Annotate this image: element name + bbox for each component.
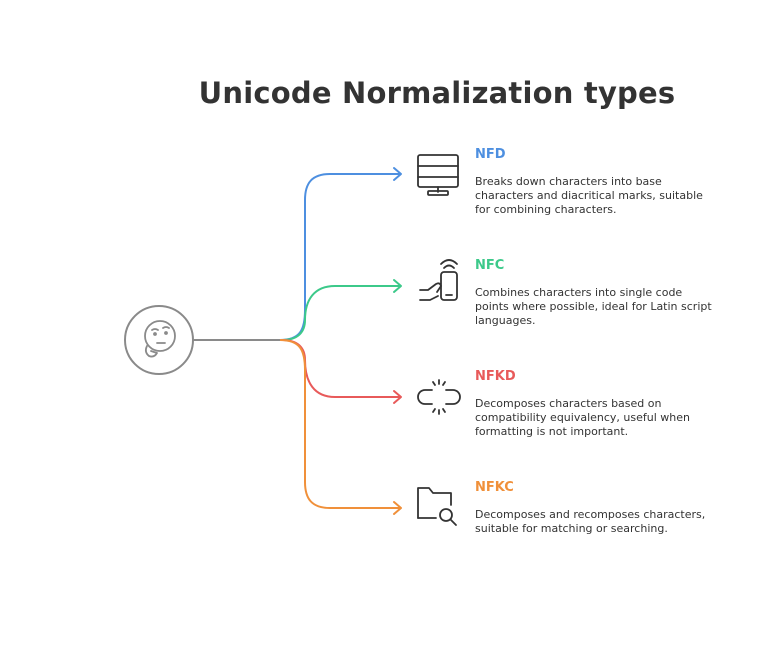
diagram-title: Unicode Normalization types [198,76,676,110]
broken-link-icon [417,379,461,415]
description-nfd: Breaks down characters into base charact… [475,175,703,216]
arrow-nfd [393,167,402,181]
center-node [124,305,194,375]
folder-search-icon [417,487,457,526]
branch-nfc [281,285,400,341]
arrow-nfkc [393,501,402,515]
server-icon [417,154,459,196]
arrow-nfc [393,279,402,293]
description-nfkc: Decomposes and recomposes characters, su… [475,508,706,535]
description-nfc: Combines characters into single code poi… [475,286,712,327]
description-nfkd: Decomposes characters based on compatibi… [475,397,691,438]
branch-nfkc [279,339,400,509]
label-nfd: NFD [475,147,506,162]
label-nfc: NFC [475,258,505,273]
branch-nfd [279,173,400,341]
thinking-face-icon [144,320,176,358]
label-nfkc: NFKC [475,480,514,495]
label-nfkd: NFKD [475,369,516,384]
phone-nfc-icon [419,259,458,301]
arrow-nfkd [393,390,402,404]
